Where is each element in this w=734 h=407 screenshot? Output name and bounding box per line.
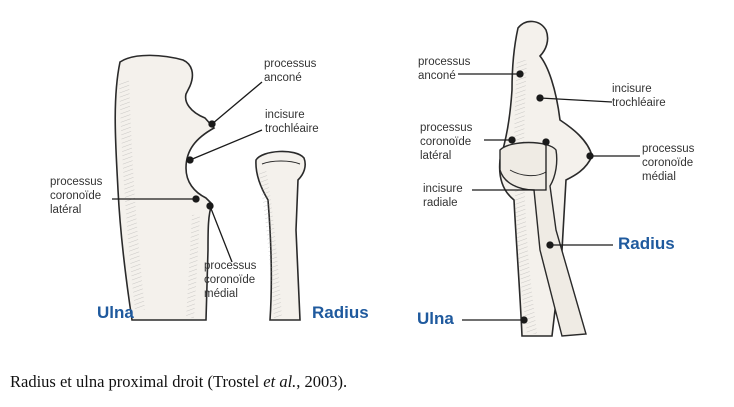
right-leader-lines <box>458 70 640 324</box>
caption-text: Radius et ulna proximal droit (Trostel <box>10 372 264 391</box>
left-radius-title: Radius <box>312 303 369 322</box>
figure-caption: Radius et ulna proximal droit (Trostel e… <box>10 372 347 392</box>
right-label-anconeal-process: processus anconé <box>418 56 471 82</box>
left-label-anconeal-process: processus anconé <box>264 58 317 84</box>
right-ulna-title: Ulna <box>417 309 454 328</box>
right-radius-title: Radius <box>618 234 675 253</box>
caption-italic-text: et al. <box>263 372 297 391</box>
left-leader-lines <box>112 81 263 263</box>
left-label-lateral-coronoid-process: processus coronoïde latéral <box>50 176 103 216</box>
right-label-trochlear-notch: incisure trochléaire <box>612 83 666 109</box>
right-radius-bone <box>499 141 587 337</box>
caption-year: , 2003). <box>296 372 348 391</box>
left-ulna-title: Ulna <box>97 303 134 322</box>
left-radius-bone <box>255 150 306 321</box>
right-label-radial-notch: incisure radiale <box>423 183 463 209</box>
left-label-medial-coronoid-process: processus coronoïde médial <box>204 260 257 300</box>
anatomy-illustration <box>112 20 640 337</box>
anatomy-figure: processus anconé incisure trochléaire pr… <box>50 20 695 337</box>
right-label-medial-coronoid-process: processus coronoïde médial <box>642 143 695 183</box>
right-label-lateral-coronoid-process: processus coronoïde latéral <box>420 122 473 162</box>
left-ulna-bone <box>114 54 216 321</box>
left-label-trochlear-notch: incisure trochléaire <box>265 109 319 135</box>
